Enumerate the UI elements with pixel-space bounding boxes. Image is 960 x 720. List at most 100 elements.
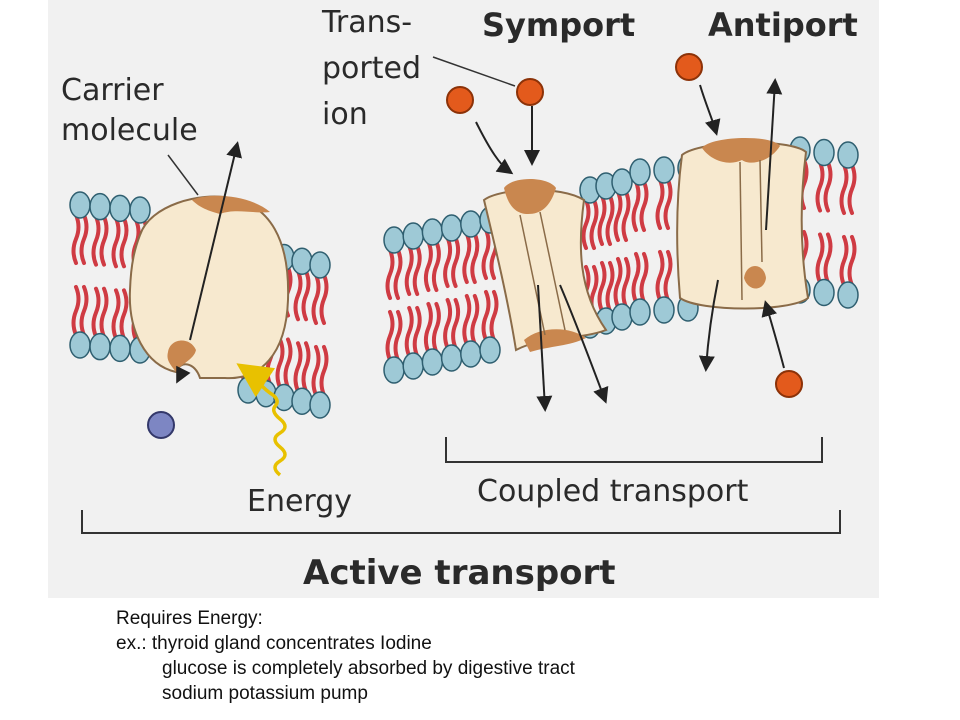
lipid-tail [451,236,461,288]
lipid-tail [605,194,615,246]
lipid-tail [283,337,293,390]
lipid-head [402,352,424,380]
lipid-tail [99,214,109,267]
lipid-head [421,348,444,376]
lipid-tail [815,232,825,285]
ion-blue [147,411,175,439]
lipid-tail [815,160,825,213]
lipid-head [611,168,633,196]
transport-arrows [176,78,785,412]
ion-orange [446,86,474,114]
lipid-tail [481,290,491,342]
lipid-bilayers [69,136,859,419]
lipid-head [291,387,313,415]
lipid-head [69,191,91,219]
lipid-head [109,334,131,363]
antiport-protein [676,137,810,310]
lipid-head [611,303,633,331]
lipid-tail [847,235,857,287]
lipid-tail [412,244,422,296]
lipid-head [813,278,835,307]
carrier-molecule-label: molecule [61,113,198,148]
caption-text: Requires Energy: ex.: thyroid gland conc… [116,606,936,706]
lipid-tail [319,273,329,325]
caption-heading: Requires Energy: [116,608,263,629]
lipid-head [440,344,463,372]
lipid-tail [79,213,89,265]
lipid-tail [431,302,441,354]
symport-protein [482,179,608,352]
lipid-tail [655,250,665,302]
lipid-tail [301,341,311,394]
lipid-head [837,141,859,169]
lipid-tail [301,269,311,322]
lipid-tail [412,306,422,358]
lipid-tail [385,310,395,362]
lipid-tail [489,290,499,342]
lipid-tail [119,288,129,341]
ion-orange [775,370,803,398]
lipid-tail [589,198,599,250]
lipid-tail [71,285,81,337]
lipid-head [129,196,151,224]
antiport-label: Antiport [708,6,858,44]
coupled-transport-label: Coupled transport [477,474,749,509]
lipid-head [237,376,259,404]
lipid-tail [79,285,89,337]
lipid-tail [385,248,395,300]
caption-example-item: sodium potassium pump [162,683,368,704]
lipid-tail [597,261,607,313]
lipid-head [440,214,463,242]
lipid-tail [823,160,833,213]
symport-label: Symport [482,6,635,44]
carrier-molecule-label: Carrier [61,73,164,108]
lipid-head [653,156,675,184]
lipid-tail [605,261,615,313]
caption-example: ex.: thyroid gland concentrates Iodine [116,633,432,654]
lipid-head [460,340,482,368]
lipid-head [479,336,501,364]
lipid-tail [275,337,285,390]
lipid-head [629,158,651,186]
lipid-tail [639,180,649,232]
lipid-head [421,218,444,246]
transported-ion-label: ported [322,51,421,86]
lipid-tail [431,240,441,292]
lipid-head [653,296,675,324]
lipid-head [460,210,482,238]
lipid-tail [293,269,303,322]
lipid-tail [663,178,673,230]
lipid-head [291,247,313,275]
lipid-tail [99,286,109,339]
coupled-transport-bracket [445,437,823,463]
lipid-tail [404,306,414,358]
lipid-tail [839,163,849,215]
lipid-tail [597,194,607,246]
lipid-tail [311,273,321,325]
ion-leader-line [432,56,516,87]
lipid-tail [462,294,472,346]
lipid-head [109,194,131,223]
lipid-head [813,138,835,167]
lipid-tail [111,216,121,269]
lipid-tail [111,288,121,341]
lipid-tail [71,213,81,265]
lipid-tail [451,298,461,350]
lipid-head [629,298,651,326]
lipid-tail [423,302,433,354]
energy-arrow [236,363,287,477]
ion-orange [516,78,544,106]
lipid-tail [839,235,849,287]
carrier-protein [128,195,290,380]
lipid-tail [470,232,480,284]
lipid-tail [847,163,857,215]
caption-example-item: glucose is completely absorbed by digest… [162,658,575,679]
lipid-tail [393,248,403,300]
lipid-head [383,226,405,254]
lipid-tail [119,216,129,269]
lipid-tail [319,345,329,397]
lipid-head [89,332,111,361]
carrier-leader-line [167,154,199,196]
lipid-tail [663,250,673,302]
lipid-head [402,222,424,250]
